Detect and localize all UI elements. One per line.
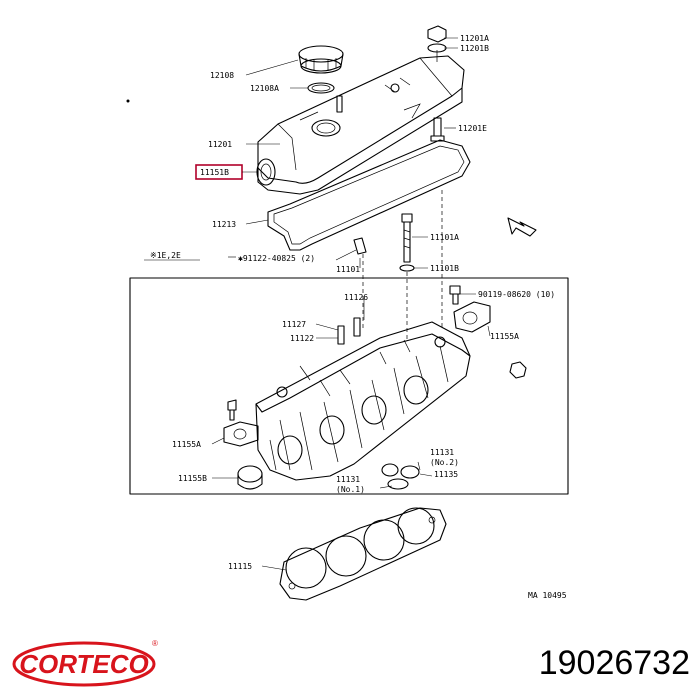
label-12108: 12108 [210, 71, 234, 80]
label-11201B: 11201B [460, 44, 489, 53]
label-11122: 11122 [290, 334, 314, 343]
label-note-ref: ※1E,2E [150, 251, 181, 260]
registered-mark: ® [152, 639, 158, 648]
label-11155A-right: 11155A [490, 332, 519, 341]
head-bolt [399, 213, 415, 272]
plug-pins [337, 317, 361, 345]
label-11201: 11201 [208, 140, 232, 149]
label-11131-no1-sub: (No.1) [336, 485, 365, 494]
logo-text: CORTECO [19, 649, 149, 679]
label-12108A: 12108A [250, 84, 279, 93]
cylinder-head [255, 321, 471, 481]
diagram-code: MA 10495 [528, 591, 567, 600]
label-11151B: 11151B [200, 168, 229, 177]
bearing-cap-right [453, 301, 491, 333]
label-11127: 11127 [282, 320, 306, 329]
valve-cover-gasket [267, 139, 471, 251]
label-11201E: 11201E [458, 124, 487, 133]
label-11101: 11101 [336, 265, 360, 274]
nut [509, 361, 527, 379]
label-91122: ✱91122-40825 (2) [238, 254, 315, 263]
label-11131-no2: 11131 [430, 448, 454, 457]
stud-bolt [353, 237, 367, 255]
camshaft-bearing-cap-bolt [449, 285, 461, 305]
cover-plates [381, 463, 420, 490]
label-11135: 11135 [434, 470, 458, 479]
label-11131-no1: 11131 [336, 475, 360, 484]
label-11201A: 11201A [460, 34, 489, 43]
corteco-logo: CORTECO ® [12, 639, 158, 687]
label-11101B: 11101B [430, 264, 459, 273]
valve-cover [257, 55, 465, 195]
leader-lines [144, 37, 491, 571]
front-arrow-icon [507, 217, 537, 237]
seal-ring-11155B [237, 465, 263, 490]
oil-seal [256, 158, 276, 186]
label-90119: 90119-08620 (10) [478, 290, 555, 299]
label-11213: 11213 [212, 220, 236, 229]
detail-frame [129, 190, 569, 495]
oil-filler-cap [298, 45, 344, 74]
bearing-cap-left [223, 399, 259, 447]
part-number: 19026732 [538, 644, 690, 682]
label-11155A-left: 11155A [172, 440, 201, 449]
filler-cap-gasket [307, 82, 335, 94]
label-11126: 11126 [344, 293, 368, 302]
label-11131-no2-sub: (No.2) [430, 458, 459, 467]
label-11101A: 11101A [430, 233, 459, 242]
label-11155B: 11155B [178, 474, 207, 483]
head-gasket [279, 507, 447, 601]
cover-stud-bolt [430, 117, 445, 142]
label-11115: 11115 [228, 562, 252, 571]
